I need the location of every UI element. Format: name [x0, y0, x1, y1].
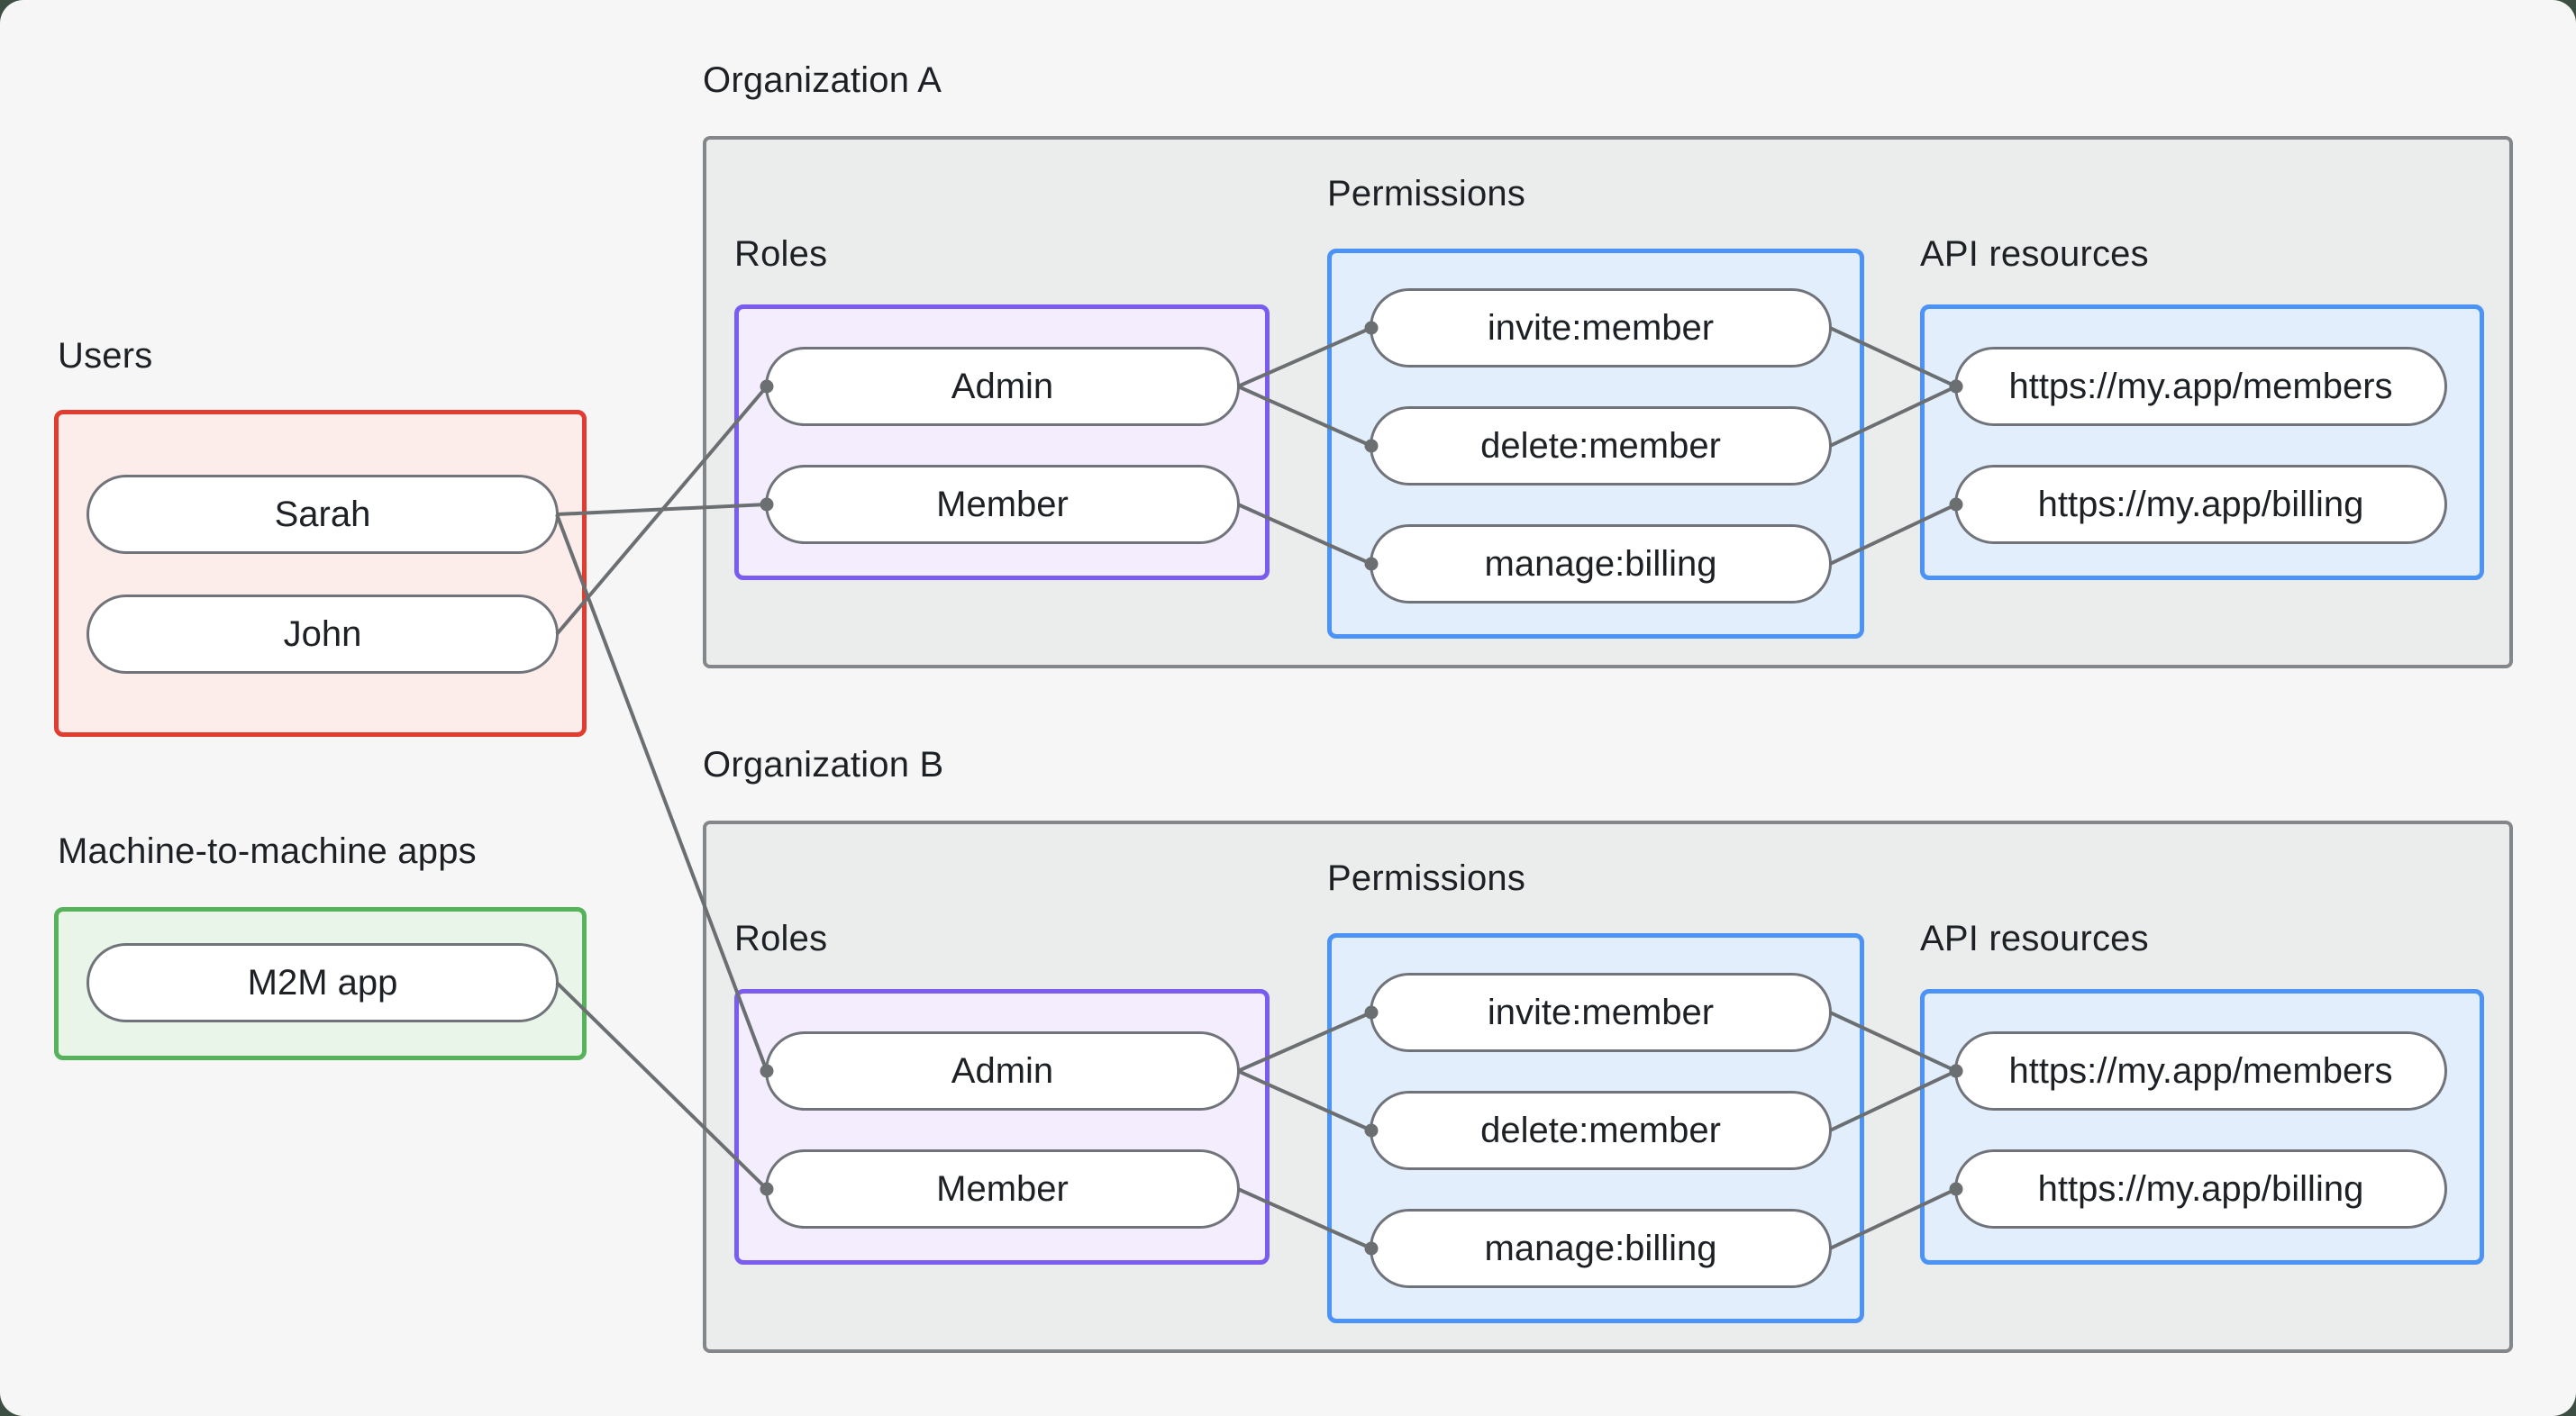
users-box	[54, 410, 587, 737]
node-org-a-perm-delete-member: delete:member	[1370, 406, 1832, 486]
node-org-a-perm-invite-member: invite:member	[1370, 288, 1832, 368]
node-org-b-api-members: https://my.app/members	[1954, 1031, 2447, 1111]
node-org-b-role-member: Member	[765, 1149, 1240, 1229]
node-org-a-role-admin: Admin	[765, 347, 1240, 426]
org-b-api-label: API resources	[1920, 919, 2149, 958]
org-a-permissions-label: Permissions	[1327, 174, 1526, 213]
node-user-sarah: Sarah	[86, 475, 559, 554]
node-m2m-app: M2M app	[86, 943, 559, 1022]
org-b-title: Organization B	[703, 745, 944, 785]
org-b-roles-label: Roles	[734, 919, 828, 958]
org-a-roles-label: Roles	[734, 234, 828, 274]
org-a-title: Organization A	[703, 60, 942, 100]
node-org-a-role-member: Member	[765, 465, 1240, 544]
node-org-b-perm-manage-billing: manage:billing	[1370, 1209, 1832, 1288]
node-org-a-api-members: https://my.app/members	[1954, 347, 2447, 426]
m2m-group-label: Machine-to-machine apps	[58, 831, 477, 871]
users-group-label: Users	[58, 336, 153, 376]
node-org-a-perm-manage-billing: manage:billing	[1370, 524, 1832, 604]
node-org-a-api-billing: https://my.app/billing	[1954, 465, 2447, 544]
node-org-b-api-billing: https://my.app/billing	[1954, 1149, 2447, 1229]
node-org-b-perm-delete-member: delete:member	[1370, 1091, 1832, 1170]
node-org-b-role-admin: Admin	[765, 1031, 1240, 1111]
org-b-permissions-label: Permissions	[1327, 858, 1526, 898]
org-a-api-label: API resources	[1920, 234, 2149, 274]
node-user-john: John	[86, 595, 559, 674]
node-org-b-perm-invite-member: invite:member	[1370, 973, 1832, 1052]
